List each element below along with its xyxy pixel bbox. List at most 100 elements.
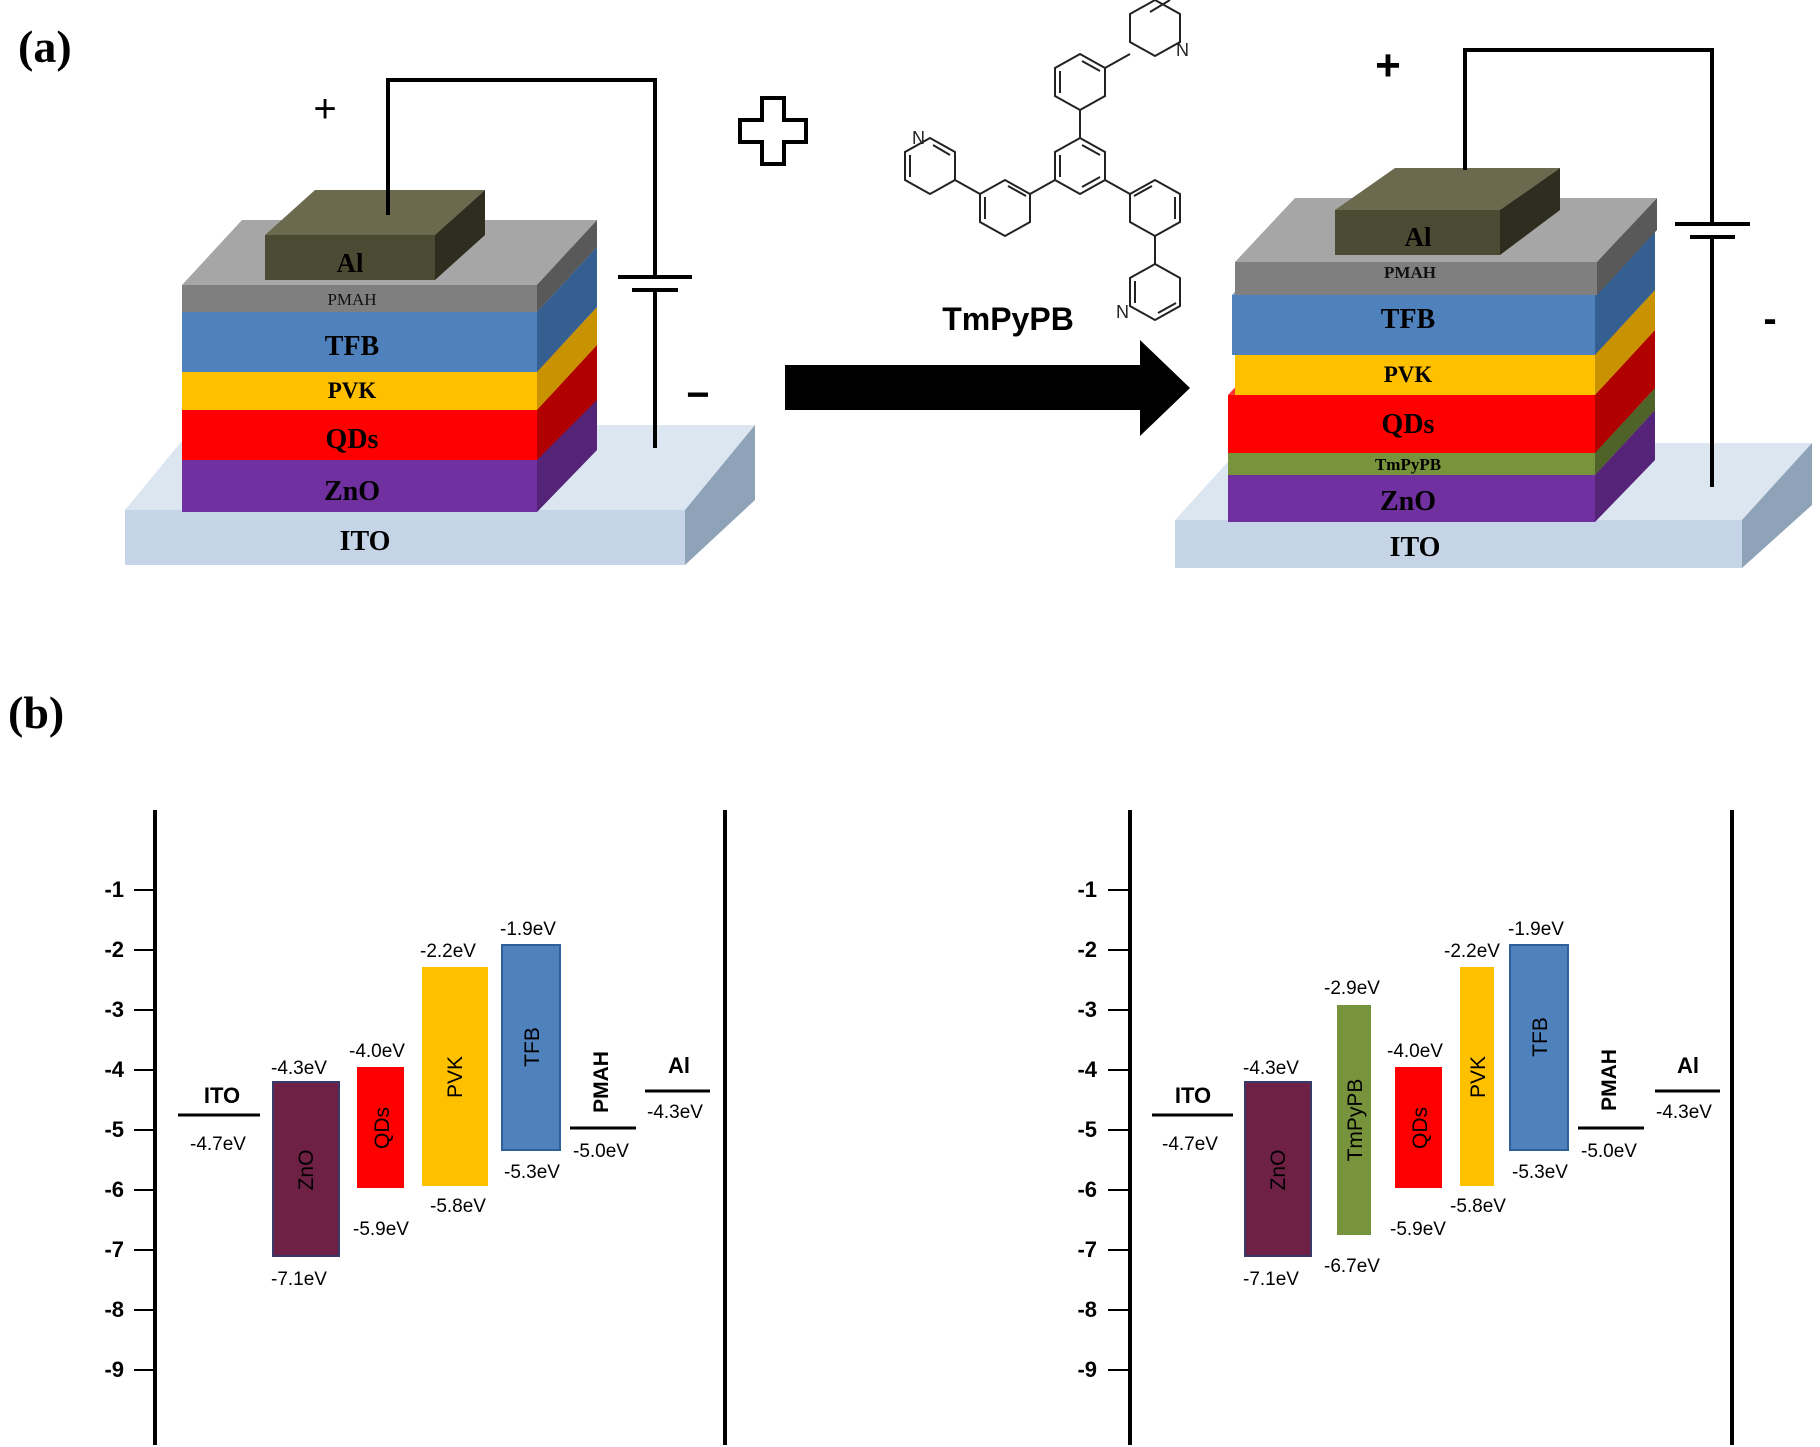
qds-layer-side-right bbox=[1595, 330, 1655, 453]
tick-label: -8 bbox=[1077, 1297, 1097, 1322]
al-electrode-top bbox=[265, 190, 485, 235]
molecule-name-label: TmPyPB bbox=[942, 301, 1074, 337]
al-electrode-top-right bbox=[1335, 168, 1560, 210]
qds-top-label-right: -4.0eV bbox=[1387, 1041, 1443, 1062]
tick-label: -2 bbox=[1077, 937, 1097, 962]
tick-label: -4 bbox=[104, 1057, 124, 1082]
circuit-wire-left bbox=[386, 78, 657, 275]
tfb-band-right bbox=[1509, 944, 1569, 1151]
pmah-label-right: PMAH bbox=[1598, 1049, 1621, 1111]
tick-label: -7 bbox=[1077, 1237, 1097, 1262]
pmah-layer-front bbox=[182, 285, 537, 312]
qds-layer-side bbox=[537, 345, 597, 460]
al-label-left: Al bbox=[668, 1053, 690, 1078]
tick-label: -2 bbox=[104, 937, 124, 962]
pvk-bottom-label-left: -5.8eV bbox=[430, 1196, 486, 1217]
ito-substrate-front-right bbox=[1175, 520, 1742, 568]
layer-label-pmah-right: PMAH bbox=[1384, 263, 1436, 282]
device-stack-right bbox=[1175, 48, 1812, 568]
layer-label-pvk-right: PVK bbox=[1384, 362, 1433, 387]
layer-label-al-left: Al bbox=[337, 248, 364, 278]
zno-layer-side-right bbox=[1595, 410, 1655, 522]
polarity-minus-right: - bbox=[1763, 297, 1776, 341]
layer-label-zno-left: ZnO bbox=[324, 476, 380, 507]
polarity-plus-right: + bbox=[1375, 41, 1401, 90]
pmah-layer-side bbox=[537, 220, 597, 312]
zno-band-label-right: ZnO bbox=[1267, 1150, 1290, 1191]
pvk-top-label-right: -2.2eV bbox=[1444, 941, 1500, 962]
tick-label: -3 bbox=[1077, 997, 1097, 1022]
al-electrode-side bbox=[435, 190, 485, 280]
pvk-band-label-right: PVK bbox=[1467, 1056, 1490, 1098]
qds-band-left bbox=[357, 1067, 404, 1188]
tfb-bottom-label-left: -5.3eV bbox=[504, 1162, 560, 1183]
ito-level-label-left: -4.7eV bbox=[190, 1134, 246, 1155]
tfb-bottom-label-right: -5.3eV bbox=[1512, 1162, 1568, 1183]
tfb-band-label-left: TFB bbox=[521, 1027, 544, 1067]
qds-band-right bbox=[1395, 1067, 1442, 1188]
zno-layer-side bbox=[537, 395, 597, 512]
qds-band-label-right: QDs bbox=[1409, 1107, 1432, 1149]
panel-label-b: (b) bbox=[8, 687, 64, 738]
tick-label: -1 bbox=[1077, 877, 1097, 902]
transformation-arrow-icon bbox=[785, 340, 1190, 436]
tfb-layer-front-right bbox=[1232, 295, 1595, 355]
pvk-band-left bbox=[422, 967, 488, 1186]
tick-label: -6 bbox=[1077, 1177, 1097, 1202]
ito-level-label-right: -4.7eV bbox=[1162, 1134, 1218, 1155]
pmah-layer-front-right bbox=[1235, 262, 1597, 295]
pvk-layer-front-right bbox=[1235, 355, 1595, 395]
tick-label: -9 bbox=[104, 1357, 124, 1382]
y-ticks-left: -1 -2 -3 -4 -5 -6 -7 -8 -9 bbox=[104, 877, 155, 1382]
layer-label-pvk-left: PVK bbox=[328, 378, 377, 403]
layer-label-ito-left: ITO bbox=[340, 526, 391, 557]
ito-substrate-side bbox=[685, 425, 755, 565]
qds-layer-front-right bbox=[1228, 395, 1595, 453]
layer-label-tfb-left: TFB bbox=[325, 331, 379, 362]
pvk-bottom-label-right: -5.8eV bbox=[1450, 1196, 1506, 1217]
tmpypb-layer-front bbox=[1228, 453, 1595, 475]
zno-bottom-label-left: -7.1eV bbox=[271, 1269, 327, 1290]
tick-label: -3 bbox=[104, 997, 124, 1022]
layer-label-tmpypb-right: TmPyPB bbox=[1375, 455, 1441, 474]
ito-label-left: ITO bbox=[204, 1083, 240, 1108]
tick-label: -5 bbox=[104, 1117, 124, 1142]
pvk-layer-side bbox=[537, 307, 597, 410]
energy-diagram-left: -1 -2 -3 -4 -5 -6 -7 -8 -9 ITO -4.7eV Zn… bbox=[104, 810, 727, 1445]
qds-bottom-label-left: -5.9eV bbox=[353, 1219, 409, 1240]
tick-label: -4 bbox=[1077, 1057, 1097, 1082]
layer-label-ito-right: ITO bbox=[1390, 532, 1441, 563]
qds-bottom-label-right: -5.9eV bbox=[1390, 1219, 1446, 1240]
layer-label-al-right: Al bbox=[1405, 222, 1432, 252]
ito-label-right: ITO bbox=[1175, 1083, 1211, 1108]
qds-top-label-left: -4.0eV bbox=[349, 1041, 405, 1062]
tfb-layer-front bbox=[182, 312, 537, 372]
tmpypb-top-label-right: -2.9eV bbox=[1324, 978, 1380, 999]
tick-label: -1 bbox=[104, 877, 124, 902]
tick-label: -9 bbox=[1077, 1357, 1097, 1382]
layer-label-tfb-right: TFB bbox=[1381, 304, 1435, 335]
pyridine-n-label-bottom: N bbox=[1116, 302, 1129, 322]
tick-label: -6 bbox=[104, 1177, 124, 1202]
layer-label-zno-right: ZnO bbox=[1380, 486, 1436, 517]
zno-band-right bbox=[1244, 1081, 1312, 1257]
polarity-minus-left: − bbox=[686, 373, 709, 417]
energy-diagram-right: -1 -2 -3 -4 -5 -6 -7 -8 -9 ITO -4.7eV Zn… bbox=[1077, 810, 1734, 1445]
tick-label: -5 bbox=[1077, 1117, 1097, 1142]
circuit-wire-right bbox=[1463, 48, 1714, 222]
pmah-level-label-left: -5.0eV bbox=[573, 1141, 629, 1162]
zno-bottom-label-right: -7.1eV bbox=[1243, 1269, 1299, 1290]
tick-label: -7 bbox=[104, 1237, 124, 1262]
al-electrode-front bbox=[265, 235, 435, 280]
zno-band-left bbox=[272, 1081, 340, 1257]
al-label-right: Al bbox=[1677, 1053, 1699, 1078]
tmpypb-layer-side bbox=[1595, 388, 1655, 475]
ito-substrate-front bbox=[125, 510, 685, 565]
qds-band-label-left: QDs bbox=[371, 1107, 394, 1149]
tmpypb-band-right bbox=[1337, 1005, 1371, 1235]
pvk-band-right bbox=[1460, 967, 1494, 1186]
panel-label-a: (a) bbox=[18, 21, 72, 72]
polarity-plus-left: + bbox=[313, 87, 336, 131]
tmpypb-band-label-right: TmPyPB bbox=[1344, 1079, 1367, 1162]
